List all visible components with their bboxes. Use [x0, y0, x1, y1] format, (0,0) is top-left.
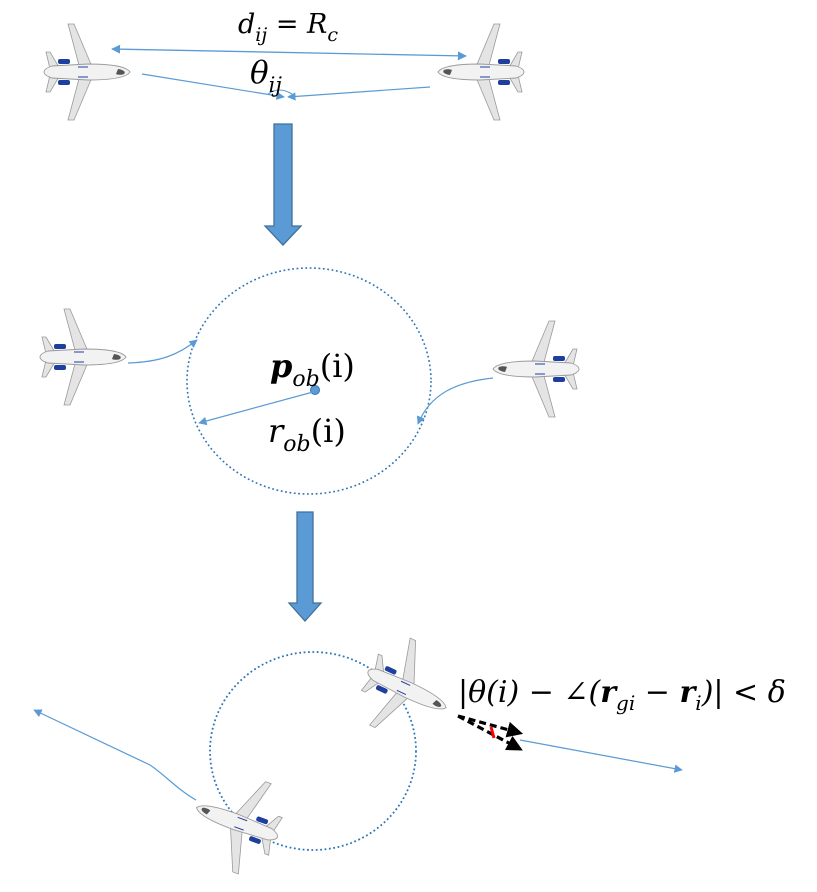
trajectory-left — [33, 709, 197, 801]
avoidance-circle — [209, 651, 417, 851]
distance-arrow — [111, 44, 467, 61]
heading-line-right — [287, 86, 431, 101]
approach-curve-right — [416, 377, 494, 425]
airplane-icon — [39, 308, 127, 406]
airplane-icon — [437, 23, 525, 121]
trajectory-right — [519, 739, 683, 773]
airplane-icon — [347, 627, 467, 752]
angle-mark — [489, 726, 496, 739]
condition-label: |θ(i) − ∠(rgi − ri)| < δ — [458, 675, 786, 715]
stage-2: pob(i) rob(i) — [39, 267, 580, 495]
heading-arrow-goal — [457, 714, 523, 751]
radius-label: rob(i) — [268, 412, 346, 457]
center-label: pob(i) — [270, 347, 355, 392]
heading-line-left — [141, 73, 285, 100]
down-arrow-icon — [287, 511, 323, 622]
angle-arc — [267, 89, 293, 95]
airplane-icon — [492, 320, 580, 418]
heading-arrow-current — [457, 714, 524, 738]
radius-arrow — [198, 391, 314, 426]
stage-1: dij = Rc θij — [43, 9, 525, 121]
distance-label: dij = Rc — [238, 9, 338, 46]
angle-label: θij — [250, 55, 282, 97]
down-arrow-icon — [263, 123, 303, 246]
approach-curve-left — [127, 339, 198, 364]
airplane-icon — [43, 23, 131, 121]
stage-3: |θ(i) − ∠(rgi − ri)| < δ — [33, 627, 786, 883]
obstacle-circle — [186, 267, 432, 495]
airplane-icon — [179, 762, 295, 883]
